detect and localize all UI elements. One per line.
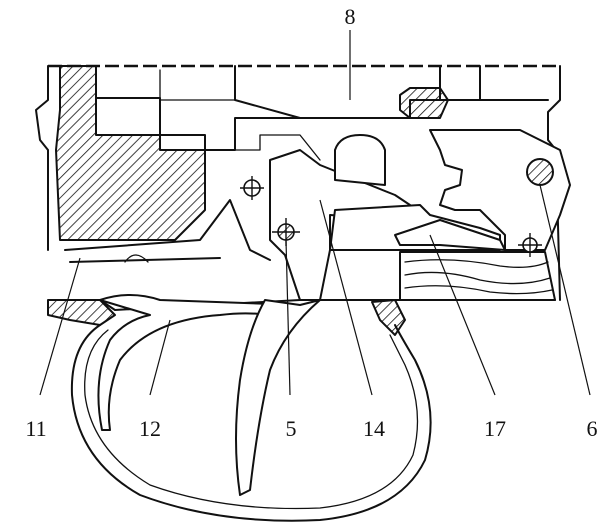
frame-hatched-mid <box>371 299 406 336</box>
label-17: 17 <box>484 416 506 441</box>
top-hatched-block <box>399 87 449 119</box>
pivot-pin-upper <box>240 176 264 200</box>
trigger-guard-inner <box>84 329 419 510</box>
label-6: 6 <box>587 416 598 441</box>
label-14: 14 <box>363 416 385 441</box>
part-14-hammer <box>269 149 411 301</box>
label-11: 11 <box>25 416 46 441</box>
pivot-pin-right <box>518 233 542 257</box>
wood-grain <box>404 259 553 295</box>
frame-hatched-left <box>47 299 116 326</box>
label-5: 5 <box>286 416 297 441</box>
part-5-trigger-blade <box>235 299 321 496</box>
hammer-post <box>334 134 386 186</box>
label-8: 8 <box>345 4 356 29</box>
leader-lines <box>39 30 591 396</box>
trigger-guard-loop <box>70 324 432 522</box>
upper-block-right <box>439 65 549 101</box>
label-12: 12 <box>139 416 161 441</box>
spring-loop <box>124 254 149 263</box>
upper-block-left <box>95 65 301 151</box>
pin-6 <box>526 158 554 186</box>
part-11-spring <box>64 199 271 263</box>
left-hatched-block <box>55 65 206 241</box>
